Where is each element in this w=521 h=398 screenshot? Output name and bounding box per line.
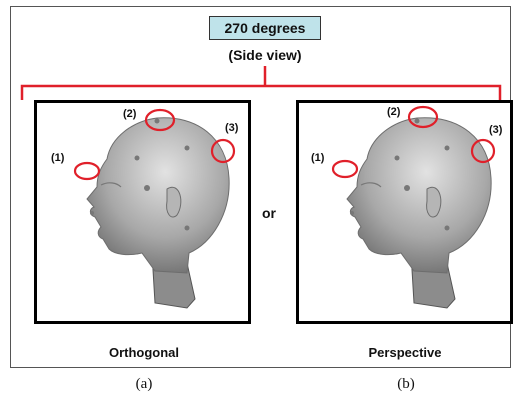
marker-label-1: (1) — [51, 152, 65, 164]
marker-label-3: (3) — [489, 124, 503, 136]
head-render-perspective: (1) (2) (3) — [299, 103, 510, 321]
marker-label-1: (1) — [311, 152, 325, 164]
or-connector: or — [262, 205, 276, 221]
orthogonal-panel: (1) (2) (3) — [34, 100, 251, 324]
marker-label-2: (2) — [123, 108, 137, 120]
orthogonal-label: Orthogonal — [84, 345, 204, 360]
head-render-orthogonal: (1) (2) (3) — [37, 103, 248, 321]
perspective-panel: (1) (2) (3) — [296, 100, 513, 324]
marker-label-3: (3) — [225, 122, 239, 134]
marker-ring-1 — [333, 161, 357, 177]
head-silhouette — [87, 118, 229, 273]
marker-ring-1 — [75, 163, 99, 179]
head-silhouette — [347, 118, 491, 273]
caption-b: (b) — [376, 376, 436, 393]
perspective-label: Perspective — [345, 345, 465, 360]
marker-label-2: (2) — [387, 106, 401, 118]
grouping-bracket — [0, 0, 521, 110]
caption-a: (a) — [114, 376, 174, 393]
